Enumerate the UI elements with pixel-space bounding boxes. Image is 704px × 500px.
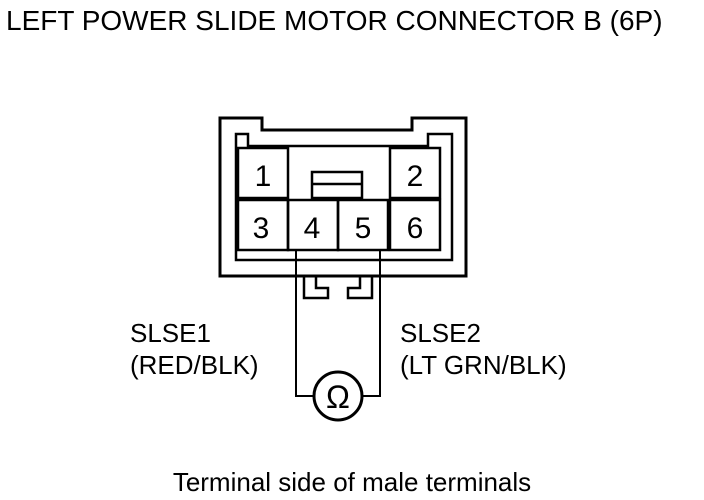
ohmmeter-icon <box>312 370 364 422</box>
probe-wire-left <box>295 250 314 397</box>
pin-number-1: 1 <box>255 160 272 193</box>
footer-caption: Terminal side of male terminals <box>172 467 532 497</box>
pin-number-6: 6 <box>407 212 424 245</box>
probe-wire-right <box>362 250 381 397</box>
probe-clip-right <box>346 276 374 300</box>
pin-cavity-1 <box>236 146 290 200</box>
probe-left-name: SLSE1 <box>130 318 211 348</box>
pin-cavity-5 <box>336 198 390 252</box>
pin-number-5: 5 <box>355 212 372 245</box>
pin-cavity-6 <box>388 198 442 252</box>
connector-inner-outline <box>234 132 454 262</box>
probe-right-color: (LT GRN/BLK) <box>400 350 567 380</box>
pin-number-3: 3 <box>253 212 270 245</box>
probe-left-color: (RED/BLK) <box>130 350 259 380</box>
pin-number-4: 4 <box>304 212 321 245</box>
diagram-title: LEFT POWER SLIDE MOTOR CONNECTOR B (6P) <box>6 5 663 36</box>
pin-cavity-2 <box>388 146 442 200</box>
probe-right-name: SLSE2 <box>400 318 481 348</box>
probe-clip-left <box>302 276 330 300</box>
pin-number-2: 2 <box>407 160 424 193</box>
ohm-symbol: Ω <box>326 379 350 415</box>
